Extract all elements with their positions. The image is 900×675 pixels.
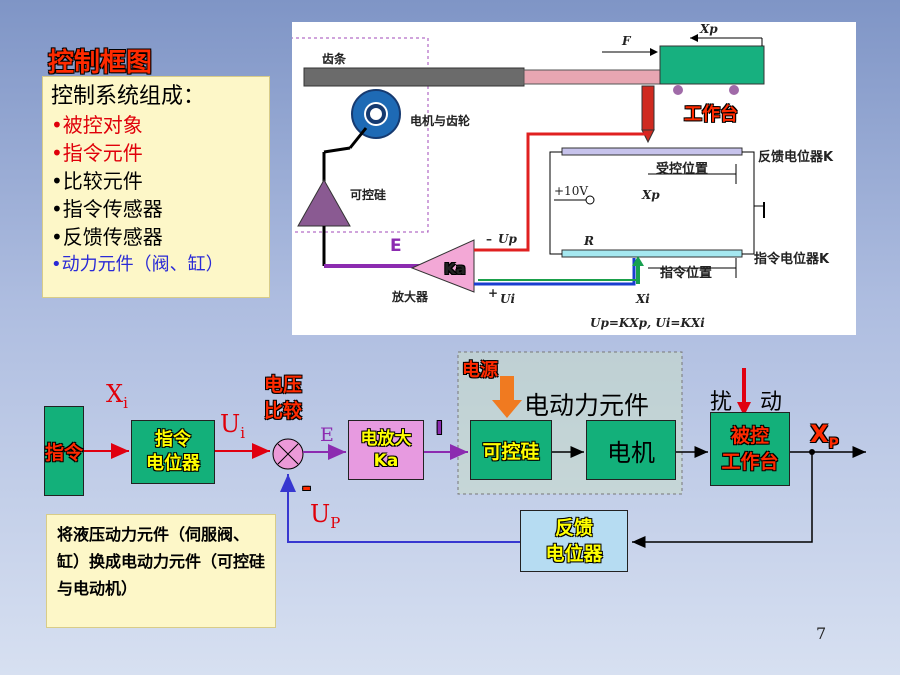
amplifier-line2: Ka (373, 451, 399, 471)
label-electric-actuator: 电动力元件 (524, 391, 650, 420)
composition-item: •动力元件（阀、缸） (51, 254, 224, 275)
ui-main: U (220, 410, 241, 438)
label-e-block: E (320, 424, 334, 446)
composition-item: •比较元件 (51, 169, 143, 193)
compare-line1: 电压 (264, 374, 303, 396)
label-motor-gear: 电机与齿轮 (410, 114, 471, 128)
schematic-drawing (277, 34, 765, 293)
feedback-pot-block: 反馈 电位器 (520, 510, 628, 572)
label-ka: Ka (444, 260, 466, 278)
label-formula: Up=KXp, Ui=KXi (590, 316, 705, 330)
label-voltage-compare: 电压 比较 (264, 372, 302, 424)
label-xi-block: Xi (106, 380, 128, 412)
composition-item: •反馈传感器 (51, 225, 163, 249)
label-xp-top: Xp (700, 22, 718, 36)
label-disturbance-1: 扰 (710, 390, 733, 415)
plant-line1: 被控 (730, 425, 769, 447)
command-pot-line1: 指令 (155, 429, 191, 450)
amplifier-line1: 电放大 (360, 429, 412, 449)
motor-block: 电机 (586, 420, 676, 480)
worktable-body (659, 45, 765, 85)
composition-heading: 控制系统组成： (51, 84, 206, 109)
label-ui-block: Ui (220, 410, 245, 442)
xi-sub: i (123, 393, 128, 412)
label-up: Up (498, 232, 517, 246)
amplifier-triangle (410, 239, 475, 293)
composition-box: 控制系统组成： •被控对象 •指令元件 •比较元件 •指令传感器 •反馈传感器 •动力元件… (42, 76, 270, 298)
scr-block: 可控硅 (470, 420, 552, 480)
label-worktable: 工作台 (684, 104, 738, 125)
label-xi: Xi (636, 292, 650, 306)
composition-list: •被控对象 •指令元件 •比较元件 •指令传感器 •反馈传感器 •动力元件（阀、缸） (51, 111, 261, 279)
plant-block: 被控 工作台 (710, 412, 790, 486)
label-command-pot: 指令电位器K (754, 252, 830, 267)
xp-main: X (810, 420, 829, 448)
feedback-line1: 反馈 (554, 517, 593, 539)
ui-sub: i (240, 423, 246, 442)
composition-item: •指令元件 (51, 141, 143, 165)
label-e: E (390, 236, 402, 256)
note-box: 将液压动力元件（伺服阀、缸）换成电动力元件（可控硅与电动机） (46, 514, 276, 628)
composition-item: •被控对象 (51, 113, 143, 137)
command-pot-line2: 电位器 (146, 453, 200, 474)
command-block: 指令 (44, 406, 84, 496)
label-i-block: I (436, 418, 443, 439)
amplifier-block: 电放大 Ka (348, 420, 424, 480)
label-ui: Ui (500, 292, 516, 306)
slide-title: 控制框图 (48, 48, 153, 78)
label-r: R (584, 234, 594, 248)
composition-item: •指令传感器 (51, 197, 163, 221)
label-controlled-position: 受控位置 (656, 162, 709, 177)
feedback-line2: 电位器 (545, 543, 603, 565)
label-xp-block: XP (810, 420, 839, 452)
page-number: 7 (816, 624, 827, 643)
label-amplifier: 放大器 (392, 290, 429, 304)
label-rack: 齿条 (322, 52, 347, 66)
up-sub: P (330, 513, 341, 532)
label-scr: 可控硅 (350, 188, 387, 202)
label-10v: +10V (554, 184, 588, 198)
label-command-position: 指令位置 (660, 266, 713, 281)
label-power: 电源 (462, 360, 498, 381)
xp-sub: P (828, 435, 839, 452)
command-pot-block: 指令 电位器 (131, 420, 215, 484)
label-xp-mid: Xp (642, 188, 660, 202)
plant-line2: 工作台 (721, 451, 779, 473)
schematic-panel: 齿条 F Xp 电机与齿轮 工作台 可控硅 反馈电位器K 受控位置 +10V X… (277, 22, 856, 335)
compare-line2: 比较 (264, 400, 303, 422)
label-disturbance-2: 动 (760, 390, 783, 415)
wheel-left (673, 85, 683, 95)
label-force: F (622, 34, 631, 48)
label-up-block: UP (310, 500, 340, 532)
label-minus: – (486, 232, 492, 246)
wheel-right (729, 85, 739, 95)
xi-main: X (106, 380, 124, 408)
up-main: U (310, 500, 331, 528)
label-minus-block: - (302, 476, 312, 501)
label-plus: + (488, 286, 499, 300)
label-feedback-pot: 反馈电位器K (758, 150, 834, 165)
